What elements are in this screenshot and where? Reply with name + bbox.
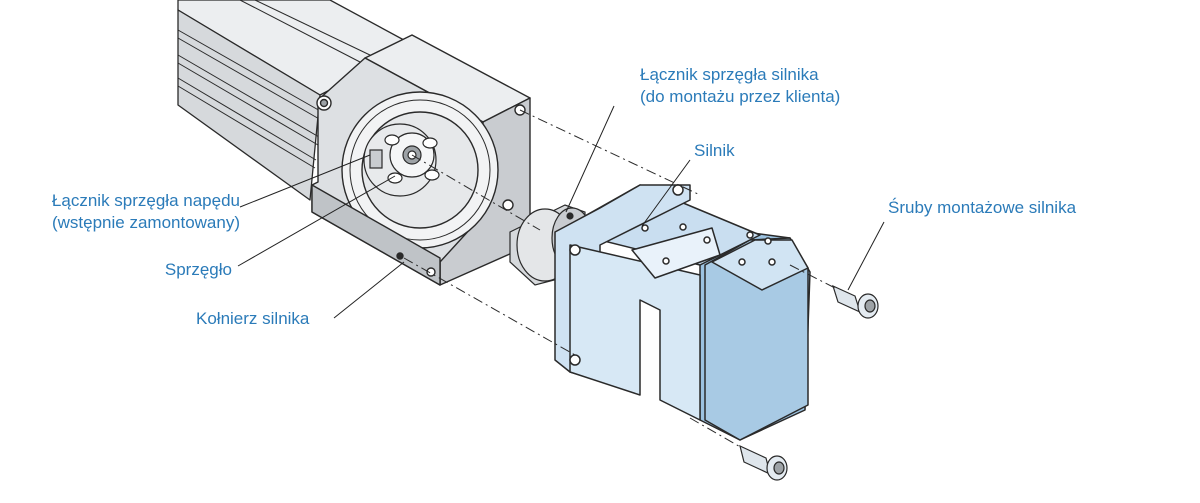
label-coupling: Sprzęgło xyxy=(164,260,232,279)
label-motor-coupling-connector-line2: (do montażu przez klienta) xyxy=(640,87,841,106)
label-motor-flange: Kołnierz silnika xyxy=(196,309,310,328)
label-drive-coupling-connector-line2: (wstępnie zamontowany) xyxy=(51,213,240,232)
motor xyxy=(554,184,811,441)
leader-lines xyxy=(237,105,885,319)
label-motor-coupling-connector: Łącznik sprzęgła silnika (do montażu prz… xyxy=(640,64,840,108)
label-motor-mounting-screws: Śruby montażowe silnika xyxy=(888,198,1077,217)
label-motor-coupling-connector-line1: Łącznik sprzęgła silnika xyxy=(640,65,819,84)
label-drive-coupling-connector: Łącznik sprzęgła napędu (wstępnie zamont… xyxy=(52,190,240,234)
label-motor: Silnik xyxy=(694,141,735,160)
motor-mounting-screw-lower xyxy=(739,444,788,481)
motor-mounting-screw-upper xyxy=(832,284,879,319)
label-drive-coupling-connector-line1: Łącznik sprzęgła napędu xyxy=(51,191,240,210)
assembly-axis-lines xyxy=(403,109,836,449)
